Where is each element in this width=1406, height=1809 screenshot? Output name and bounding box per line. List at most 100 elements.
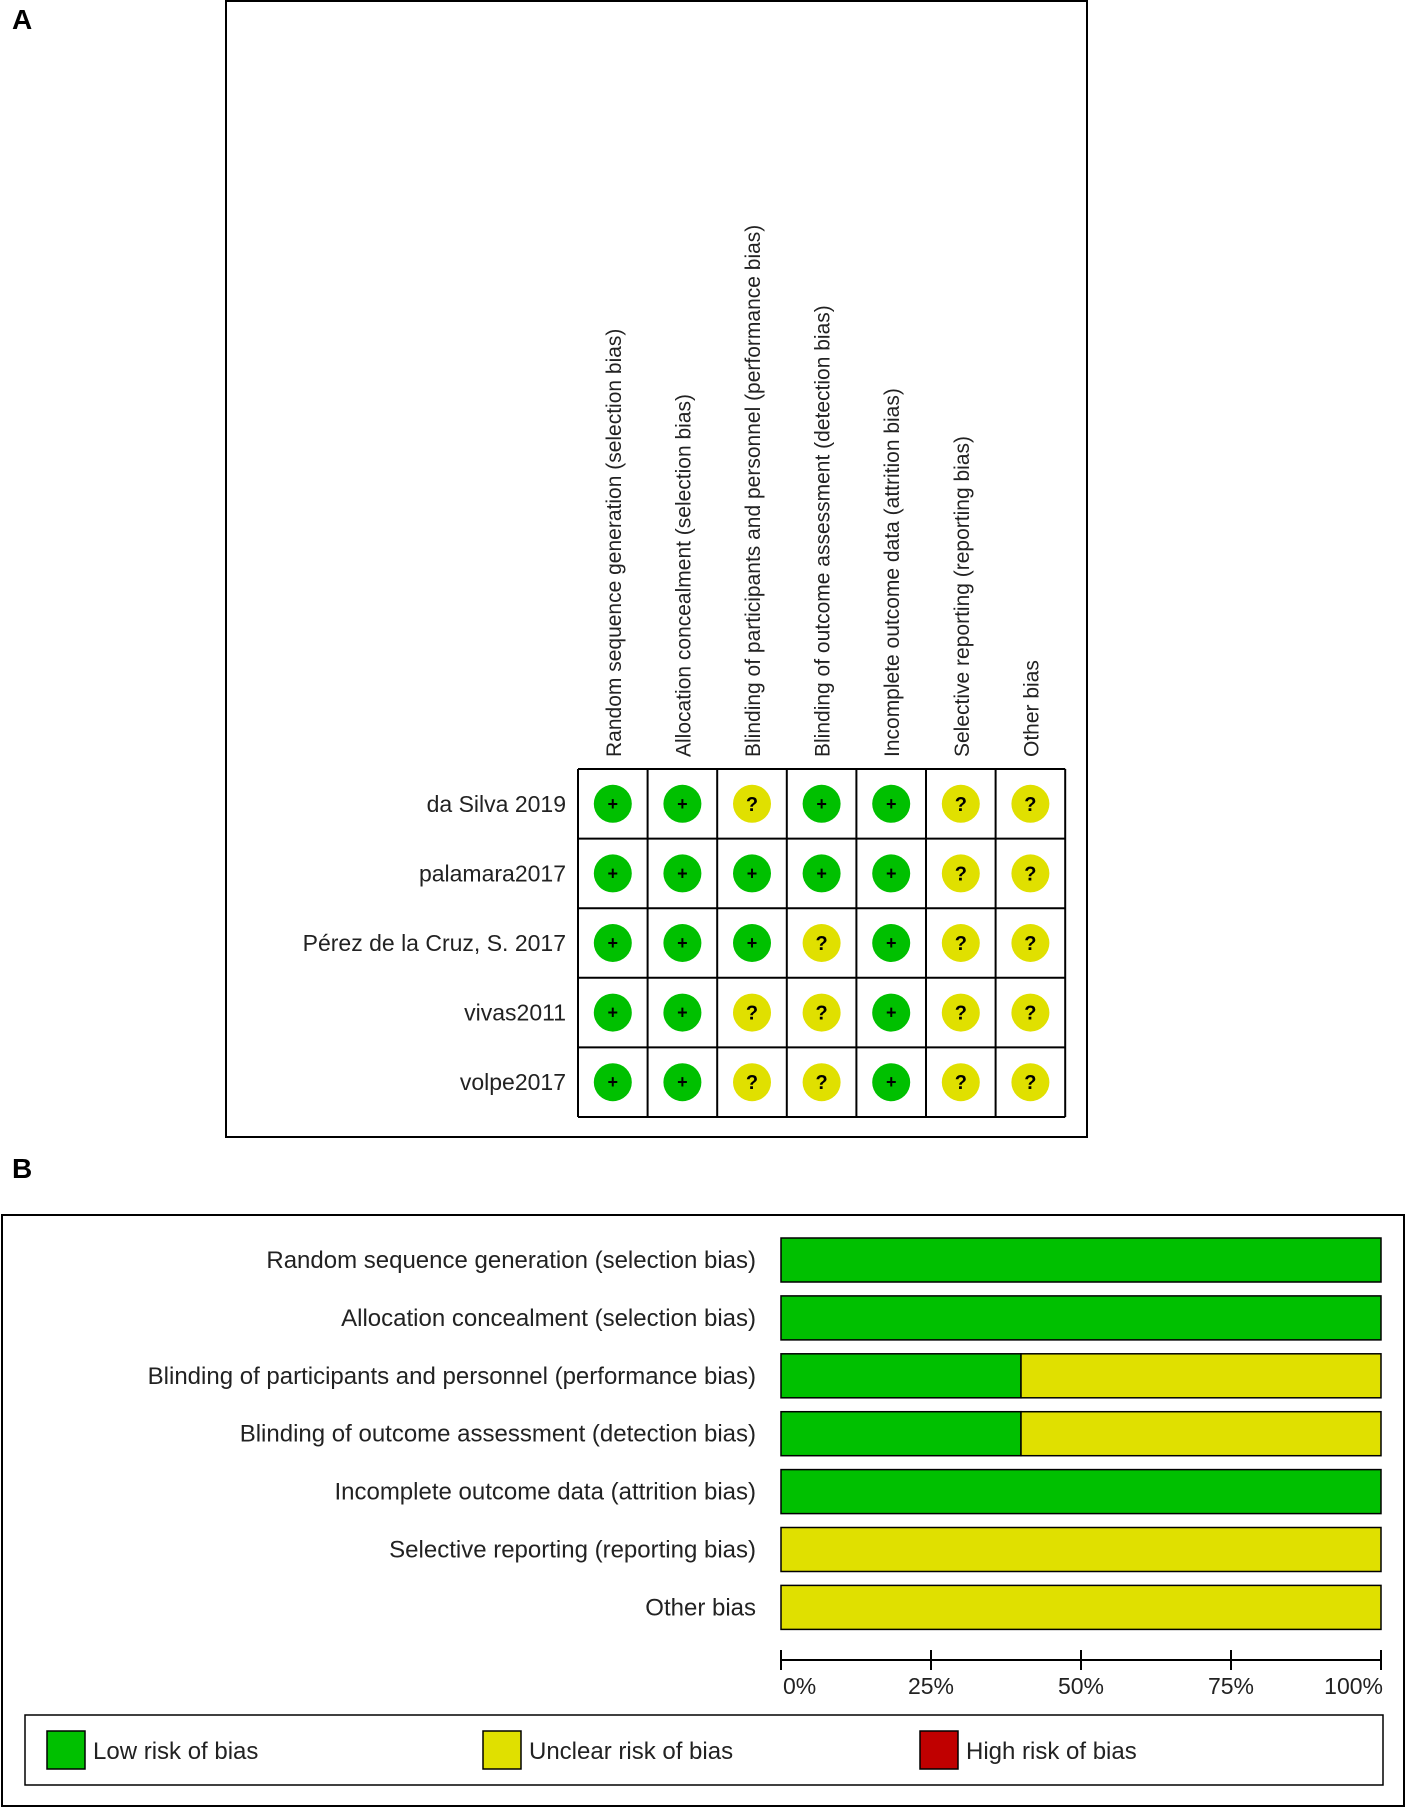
panel-b-label: B: [12, 1153, 33, 1184]
judgement-marker-low: [663, 784, 702, 823]
legend-box: [24, 1714, 1384, 1786]
judgement-marker-low: [593, 854, 632, 893]
judgement-symbol: ?: [815, 933, 827, 955]
study-label: Pérez de la Cruz, S. 2017: [303, 930, 566, 956]
judgement-symbol: ?: [1024, 1003, 1036, 1025]
judgement-symbol: +: [886, 933, 897, 953]
domain-header: Blinding of participants and personnel (…: [742, 225, 765, 757]
judgement-symbol: +: [677, 794, 688, 814]
bar-segment-low: [780, 1410, 1022, 1457]
legend-swatch-unclear: [482, 1730, 522, 1770]
domain-header: Selective reporting (reporting bias): [951, 436, 974, 757]
bar-segment-low: [780, 1237, 1382, 1283]
bar-segment-low: [780, 1468, 1382, 1515]
legend-swatch-low: [46, 1730, 86, 1770]
judgement-symbol: +: [747, 933, 758, 953]
domain-header: Incomplete outcome data (attrition bias): [881, 388, 904, 757]
judgement-marker-unclear: [941, 854, 980, 893]
x-tick-label: 75%: [1208, 1673, 1254, 1699]
judgement-symbol: +: [886, 1003, 897, 1023]
judgement-symbol: ?: [815, 1072, 827, 1094]
judgement-marker-unclear: [1011, 993, 1050, 1032]
judgement-marker-unclear: [1011, 854, 1050, 893]
domain-header: Other bias: [1020, 660, 1043, 757]
judgement-symbol: +: [608, 1072, 619, 1092]
judgement-symbol: +: [677, 863, 688, 883]
judgement-symbol: ?: [955, 1003, 967, 1025]
judgement-marker-low: [733, 854, 771, 893]
judgement-symbol: +: [608, 863, 619, 883]
category-label: Incomplete outcome data (attrition bias): [334, 1479, 756, 1506]
judgement-marker-unclear: [1011, 924, 1050, 962]
study-label: volpe2017: [460, 1069, 566, 1095]
bar-segment-unclear: [1020, 1410, 1382, 1457]
category-label: Blinding of outcome assessment (detectio…: [240, 1421, 756, 1448]
judgement-marker-unclear: [941, 1063, 980, 1102]
legend-label: High risk of bias: [966, 1738, 1137, 1765]
bar-segment-unclear: [780, 1584, 1382, 1631]
judgement-marker-unclear: [733, 1063, 771, 1102]
judgement-symbol: +: [886, 1072, 897, 1092]
judgement-symbol: +: [816, 863, 827, 883]
legend-label: Low risk of bias: [93, 1738, 258, 1765]
judgement-marker-low: [872, 993, 911, 1032]
judgement-symbol: +: [677, 933, 688, 953]
judgement-marker-unclear: [941, 924, 980, 962]
judgement-marker-low: [872, 924, 911, 962]
judgement-symbol: +: [886, 863, 897, 883]
bar-segment-unclear: [1020, 1353, 1382, 1399]
domain-header: Blinding of outcome assessment (detectio…: [812, 305, 835, 757]
judgement-marker-unclear: [733, 784, 771, 823]
judgement-marker-unclear: [802, 993, 841, 1032]
judgement-marker-unclear: [941, 784, 980, 823]
category-label: Other bias: [645, 1594, 756, 1621]
study-label: vivas2011: [464, 1000, 566, 1026]
judgement-marker-low: [872, 1063, 911, 1102]
judgement-marker-low: [663, 924, 702, 962]
judgement-marker-low: [593, 1063, 632, 1102]
panel-a-label: A: [12, 4, 33, 35]
judgement-marker-low: [872, 854, 911, 893]
judgement-marker-low: [663, 854, 702, 893]
judgement-marker-unclear: [1011, 784, 1050, 823]
judgement-marker-unclear: [802, 924, 841, 962]
legend-swatch-high: [919, 1730, 959, 1770]
judgement-marker-low: [802, 784, 841, 823]
judgement-symbol: ?: [1024, 933, 1036, 955]
judgement-symbol: +: [677, 1072, 688, 1092]
judgement-marker-low: [593, 784, 632, 823]
study-label: palamara2017: [419, 860, 566, 886]
judgement-marker-low: [593, 924, 632, 962]
judgement-marker-low: [663, 1063, 702, 1102]
bar-segment-unclear: [780, 1526, 1382, 1573]
judgement-symbol: ?: [955, 863, 967, 885]
category-label: Random sequence generation (selection bi…: [266, 1247, 756, 1274]
judgement-marker-unclear: [941, 993, 980, 1032]
x-tick-label: 25%: [908, 1673, 954, 1699]
judgement-symbol: ?: [746, 1072, 758, 1094]
judgement-symbol: ?: [746, 1003, 758, 1025]
category-label: Blinding of participants and personnel (…: [148, 1363, 756, 1390]
judgement-symbol: +: [677, 1003, 688, 1023]
category-label: Allocation concealment (selection bias): [341, 1305, 756, 1332]
x-tick-label: 50%: [1058, 1673, 1104, 1699]
x-tick-label: 0%: [783, 1673, 816, 1699]
judgement-symbol: +: [816, 794, 827, 814]
judgement-symbol: +: [608, 794, 619, 814]
graph-frame: [1, 1214, 1405, 1807]
judgement-marker-low: [872, 784, 911, 823]
judgement-symbol: +: [608, 1003, 619, 1023]
judgement-marker-unclear: [733, 993, 771, 1032]
bar-segment-low: [780, 1353, 1022, 1399]
judgement-symbol: ?: [1024, 794, 1036, 816]
judgement-symbol: ?: [815, 1003, 827, 1025]
study-label: da Silva 2019: [427, 791, 566, 817]
judgement-symbol: +: [608, 933, 619, 953]
judgement-symbol: +: [886, 794, 897, 814]
judgement-marker-low: [593, 993, 632, 1032]
judgement-marker-low: [802, 854, 841, 893]
judgement-marker-low: [733, 924, 771, 962]
summary-frame: [225, 0, 1088, 1138]
judgement-symbol: ?: [955, 1072, 967, 1094]
